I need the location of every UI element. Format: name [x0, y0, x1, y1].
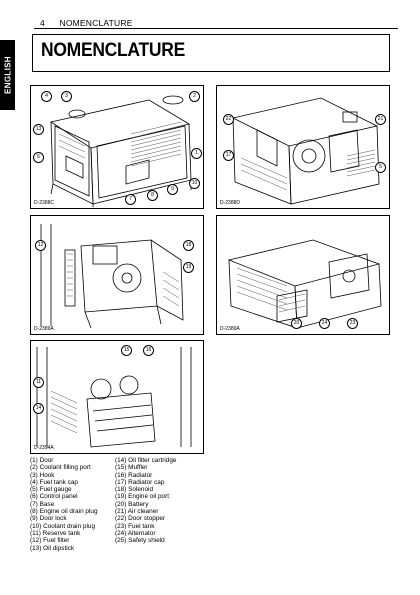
figure-generator-open: 22 21 17 5 D-2388D	[216, 85, 390, 209]
callout-7: 7	[125, 194, 136, 205]
figure-id: D-2389A	[34, 326, 54, 332]
callout-3: 3	[61, 91, 72, 102]
legend-item: (22) Door stopper	[115, 515, 166, 523]
engine-left-illustration	[40, 224, 184, 329]
legend-item: (11) Reserve tank	[30, 529, 81, 537]
legend-item: (2) Coolant filling port	[30, 464, 91, 472]
callout-11: 11	[33, 377, 44, 388]
legend-item: (17) Radiator cap	[115, 478, 165, 486]
callout-15: 15	[121, 345, 132, 356]
legend-column-2: (14) Oil filter cartridge (15) Muffler (…	[115, 457, 176, 545]
callout-4: 4	[41, 91, 52, 102]
callout-12: 12	[35, 240, 46, 251]
legend-item: (24) Alternator	[115, 529, 156, 537]
figure-id: D-2389A	[220, 326, 240, 332]
legend-item: (1) Door	[30, 457, 54, 464]
callout-9: 9	[167, 184, 178, 195]
figure-engine-left: 12 18 19 D-2389A	[30, 215, 204, 335]
title-box: NOMENCLATURE	[32, 34, 390, 72]
legend-item: (14) Oil filter cartridge	[115, 457, 177, 464]
legend-item: (19) Engine oil port	[115, 493, 169, 501]
legend-column-1: (1) Door (2) Coolant filling port (3) Ho…	[30, 457, 98, 552]
legend-item: (8) Engine oil drain plug	[30, 508, 98, 516]
callout-8: 8	[147, 190, 158, 201]
legend-item: (7) Base	[30, 500, 55, 508]
callout-24: 24	[319, 318, 330, 329]
callout-19: 19	[183, 262, 194, 273]
callout-14: 14	[33, 403, 44, 414]
legend-item: (15) Muffler	[115, 464, 148, 472]
callout-23: 23	[347, 318, 358, 329]
language-tab-label: ENGLISH	[3, 56, 12, 94]
callout-21: 21	[375, 114, 386, 125]
figure-engine-right: 15 16 11 14 D-2394A	[30, 340, 204, 454]
callout-2: 2	[189, 91, 200, 102]
legend-item: (21) Air cleaner	[115, 508, 159, 516]
callout-10: 10	[189, 178, 200, 189]
callout-18: 18	[183, 240, 194, 251]
page-number: 4	[40, 18, 45, 28]
legend-item: (25) Safety shield	[115, 537, 165, 545]
legend-item: (18) Solenoid	[115, 486, 154, 494]
legend-item: (6) Control panel	[30, 493, 78, 501]
legend-item: (20) Battery	[115, 500, 149, 508]
legend-item: (10) Coolant drain plug	[30, 522, 96, 530]
page-title: NOMENCLATURE	[41, 40, 185, 61]
legend-item: (5) Fuel gauge	[30, 486, 72, 494]
figure-id: D-2388D	[220, 200, 241, 206]
callout-20: 20	[291, 318, 302, 329]
legend-item: (13) Oil dipstick	[30, 544, 75, 552]
engine-right-illustration	[36, 347, 192, 448]
callout-16: 16	[143, 345, 154, 356]
page-header: 4 NOMENCLATURE	[40, 18, 133, 28]
callout-17: 17	[223, 150, 234, 161]
generator-open-illustration	[231, 97, 380, 205]
callout-5: 5	[375, 162, 386, 173]
language-tab: ENGLISH	[0, 40, 15, 110]
generator-rear-illustration	[227, 239, 382, 329]
legend-item: (3) Hook	[30, 471, 55, 479]
legend-item: (16) Radiator	[115, 471, 153, 479]
figure-id: D-2388C	[34, 200, 55, 206]
callout-1: 1	[191, 148, 202, 159]
figure-id: D-2394A	[34, 445, 54, 451]
header-section: NOMENCLATURE	[59, 18, 133, 28]
callout-6: 6	[33, 152, 44, 163]
figure-generator-rear: 20 24 23 D-2389A	[216, 215, 390, 335]
legend-item: (12) Fuel filter	[30, 537, 70, 545]
legend-item: (4) Fuel tank cap	[30, 478, 78, 486]
legend-item: (23) Fuel tank	[115, 522, 155, 530]
callout-13: 13	[33, 124, 44, 135]
callout-22: 22	[223, 114, 234, 125]
figure-generator-front: 4 3 2 13 6 1 10 9 8 7 D-2388C	[30, 85, 204, 209]
legend-item: (9) Door lock	[30, 515, 67, 523]
header-rule	[34, 28, 398, 29]
